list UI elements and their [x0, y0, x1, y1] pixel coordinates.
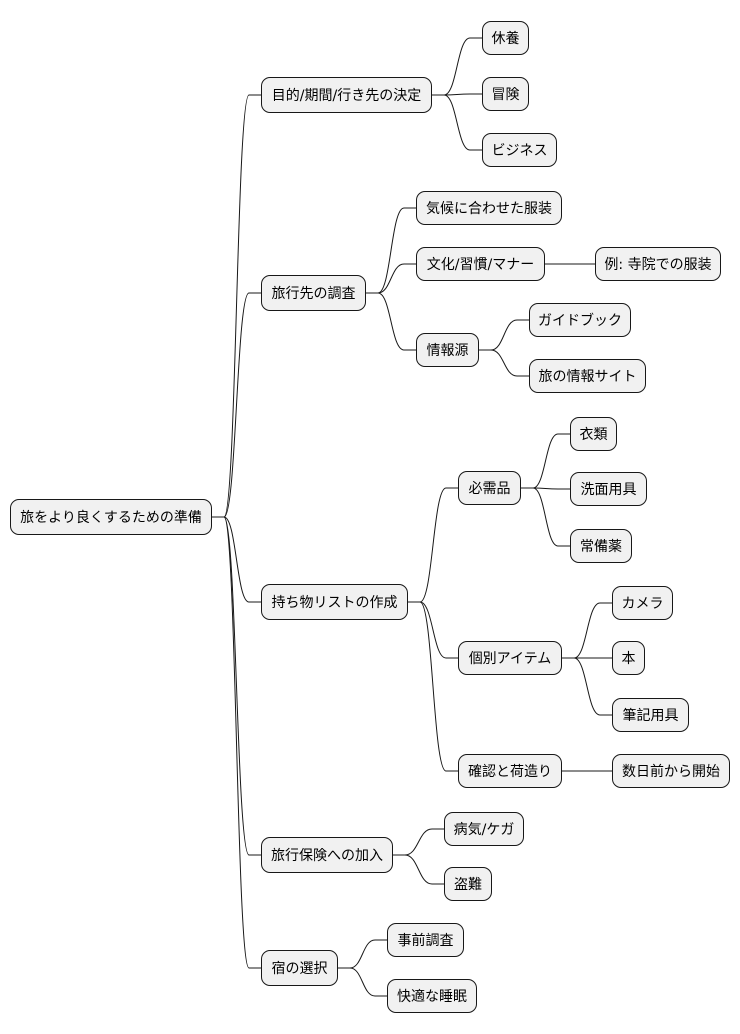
connector-n-3-to-n-3-1	[393, 854, 444, 885]
leaf-temple-dress-example: 例: 寺院での服装	[595, 247, 721, 281]
branch-insurance: 旅行保険への加入	[261, 837, 393, 873]
connector-n-root-to-n-3	[212, 516, 261, 856]
connector-n-2-to-n-2-0	[408, 487, 458, 603]
leaf-clothing: 衣類	[570, 417, 617, 451]
connector-n-2-1-to-n-2-1-2	[562, 657, 612, 716]
connector-n-1-2-to-n-1-2-0	[479, 319, 529, 351]
connector-n-1-to-n-1-1	[366, 263, 416, 294]
connector-n-root-to-n-0	[212, 94, 261, 518]
connector-n-3-to-n-3-0	[393, 828, 444, 856]
node-climate-clothing: 気候に合わせた服装	[416, 191, 562, 225]
leaf-camera: カメラ	[612, 586, 673, 620]
leaf-book: 本	[612, 641, 645, 675]
branch-research: 旅行先の調査	[261, 275, 366, 311]
leaf-medicine: 常備薬	[570, 529, 632, 563]
connector-n-1-to-n-1-0	[366, 207, 416, 294]
connector-n-1-2-to-n-1-2-1	[479, 349, 529, 377]
node-personal-items: 個別アイテム	[458, 641, 562, 675]
node-culture-manners: 文化/習慣/マナー	[416, 247, 545, 281]
connector-n-root-to-n-1	[212, 292, 261, 518]
leaf-business: ビジネス	[482, 133, 557, 167]
leaf-prior-research: 事前調査	[387, 923, 464, 957]
connector-n-root-to-n-4	[212, 516, 261, 969]
leaf-writing-tools: 筆記用具	[612, 698, 689, 732]
leaf-rest: 休養	[482, 21, 529, 55]
leaf-comfortable-sleep: 快適な睡眠	[387, 979, 477, 1013]
leaf-start-days-before: 数日前から開始	[612, 754, 730, 788]
connector-n-4-to-n-4-0	[338, 939, 387, 969]
connector-n-0-to-n-0-0	[432, 37, 482, 96]
connector-n-2-0-to-n-2-0-0	[521, 433, 570, 489]
node-essentials: 必需品	[458, 471, 521, 505]
leaf-travel-site: 旅の情報サイト	[529, 359, 646, 393]
connector-n-2-0-to-n-2-0-2	[521, 487, 570, 547]
node-check-and-pack: 確認と荷造り	[458, 754, 562, 788]
connector-n-4-to-n-4-1	[338, 967, 387, 997]
leaf-toiletries: 洗面用具	[570, 472, 647, 506]
root-node: 旅をより良くするための準備	[10, 499, 212, 535]
connector-n-2-to-n-2-1	[408, 601, 458, 659]
connector-n-0-to-n-0-2	[432, 94, 482, 151]
node-info-sources: 情報源	[416, 333, 479, 367]
leaf-theft: 盗難	[444, 867, 492, 901]
leaf-guidebook: ガイドブック	[529, 303, 631, 337]
leaf-illness-injury: 病気/ケガ	[444, 812, 524, 846]
branch-packing-list: 持ち物リストの作成	[261, 584, 408, 620]
leaf-adventure: 冒険	[482, 77, 529, 111]
connector-n-root-to-n-2	[212, 516, 261, 603]
connector-n-2-to-n-2-2	[408, 601, 458, 772]
branch-lodging: 宿の選択	[261, 950, 338, 986]
connector-n-2-1-to-n-2-1-0	[562, 602, 612, 659]
connector-n-1-to-n-1-2	[366, 292, 416, 351]
branch-purpose: 目的/期間/行き先の決定	[261, 77, 432, 113]
